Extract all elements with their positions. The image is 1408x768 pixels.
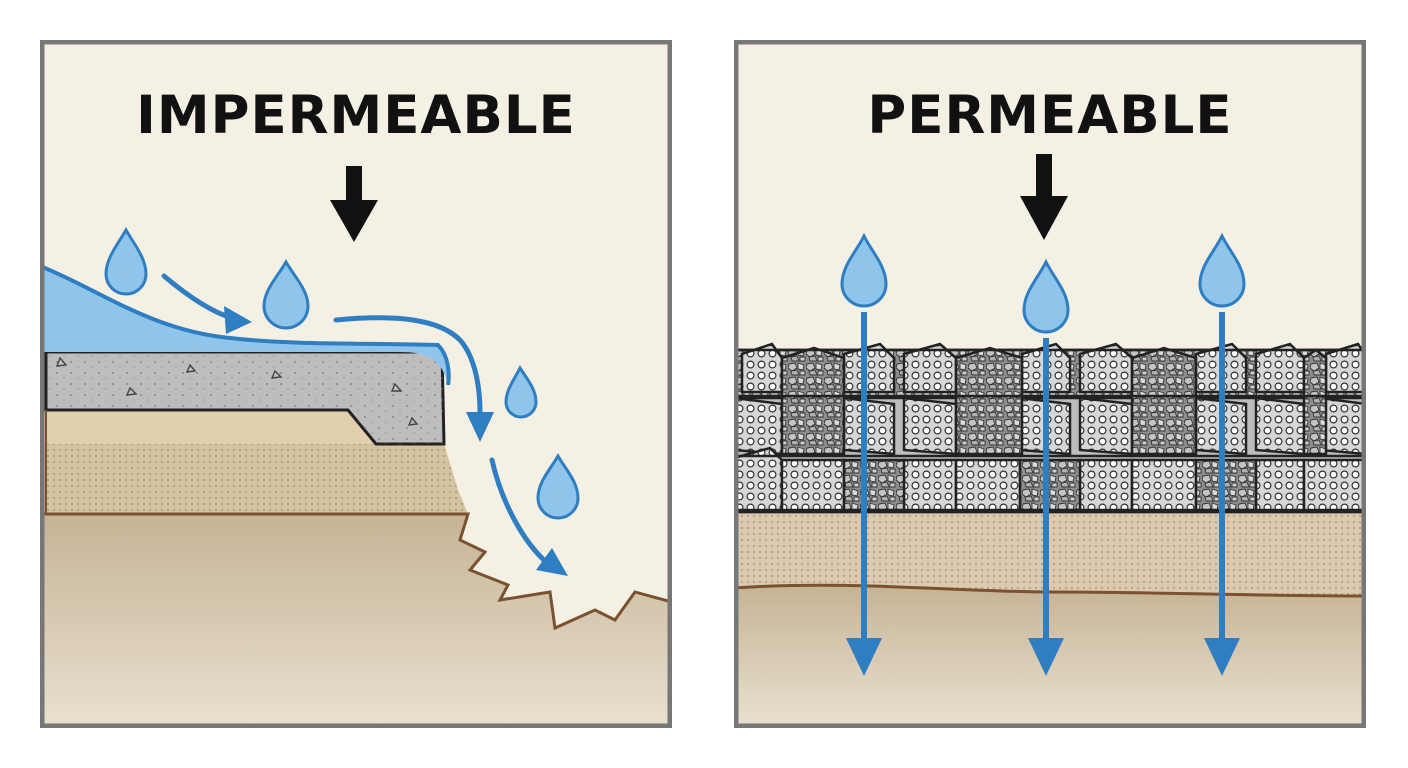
water-drop-icon (1022, 258, 1070, 334)
down-arrow-icon (330, 166, 378, 242)
down-arrow-icon (1020, 154, 1068, 240)
soil-layer (40, 514, 672, 728)
water-drop-icon (104, 226, 148, 296)
soil-erosion-edge (40, 512, 672, 631)
runoff-arrow-icon (161, 273, 252, 334)
impermeable-illustration (40, 40, 672, 728)
infiltration-arrow-icon (1204, 312, 1240, 676)
permeable-illustration (734, 40, 1366, 728)
aggregate-marks (55, 356, 419, 426)
panel-frame (40, 40, 672, 728)
geocell-grid (734, 342, 1366, 514)
surface-water (40, 266, 449, 385)
runoff-arrow-icon (489, 457, 568, 576)
water-drop-icon (536, 452, 580, 520)
subbase-layer (40, 410, 376, 444)
panel-title: PERMEABLE (867, 85, 1233, 146)
water-drop-icon (1198, 232, 1246, 308)
impermeable-panel: IMPERMEABLE (40, 40, 672, 728)
infiltration-arrow-icon (1028, 338, 1064, 676)
water-drop-icon (840, 232, 888, 308)
panel-frame (734, 40, 1366, 728)
panel-title: IMPERMEABLE (136, 85, 576, 146)
runoff-arrow-icon (333, 315, 494, 442)
infiltration-arrow-icon (846, 312, 882, 676)
permeable-panel: PERMEABLE (734, 40, 1366, 728)
water-drop-icon (504, 365, 538, 419)
water-drop-icon (262, 258, 310, 330)
